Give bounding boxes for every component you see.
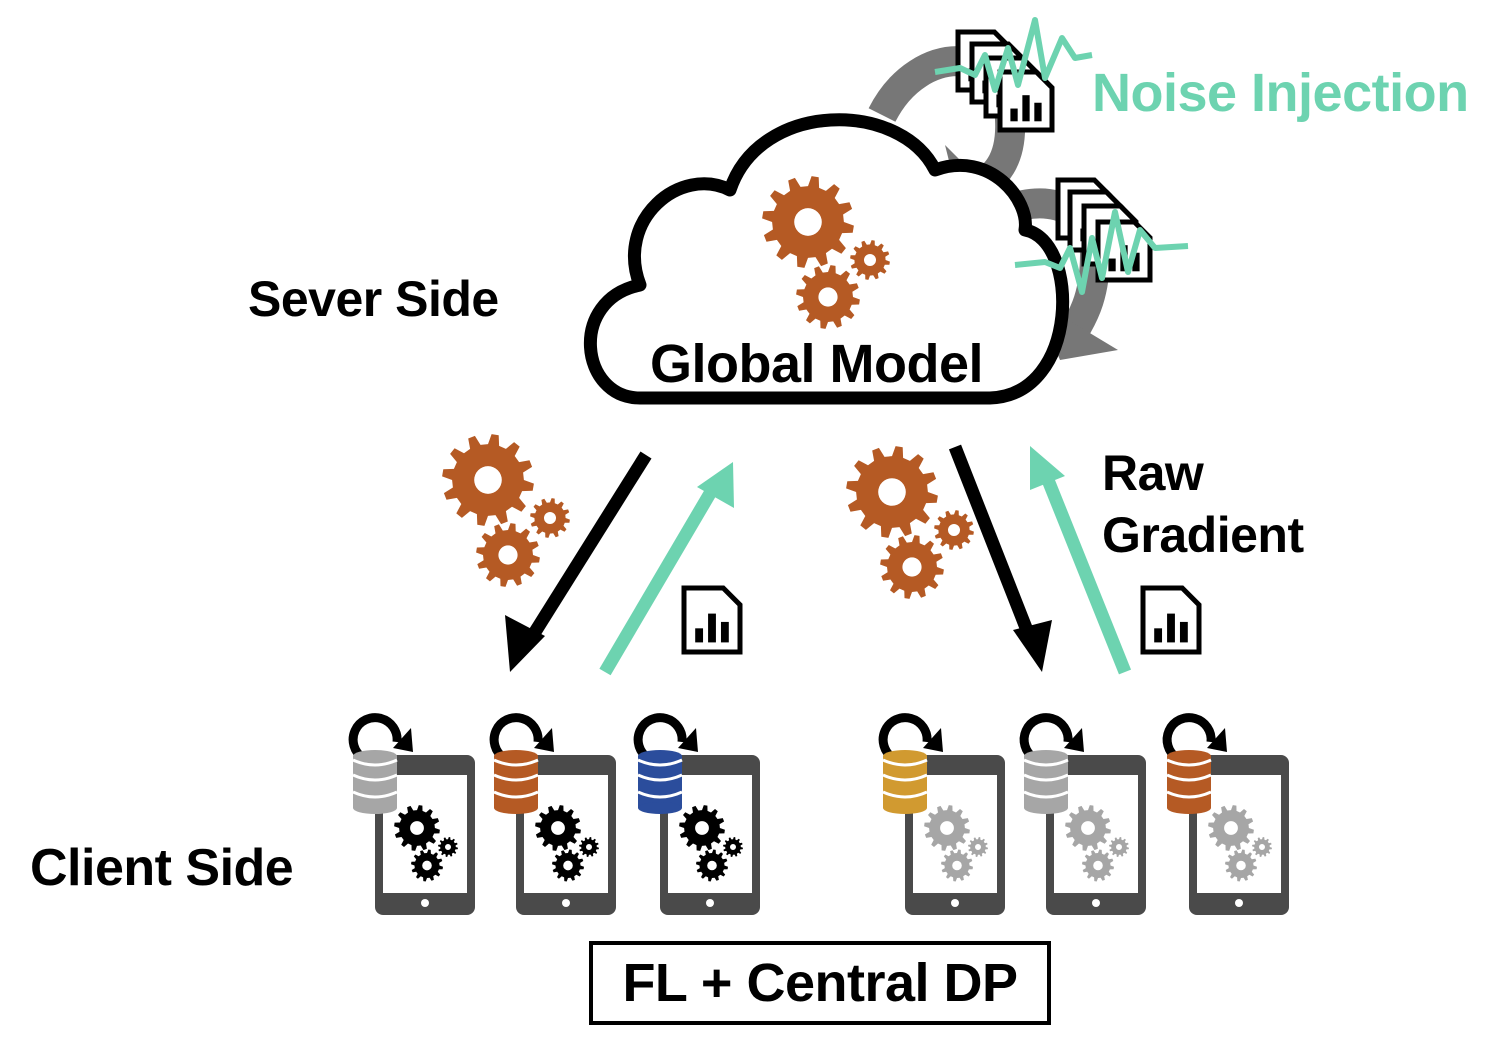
scheme-box: FL + Central DP: [589, 941, 1051, 1025]
client-device: [348, 713, 475, 915]
gear-icon-medium: [1225, 849, 1257, 882]
gear-icon-medium: [696, 849, 728, 882]
document-chart-icon-right: [1140, 585, 1202, 655]
gear-icon-large: [846, 446, 938, 538]
gear-cluster-icon: [1208, 805, 1272, 882]
gear-cluster-icon: [924, 805, 988, 882]
database-icon: [882, 750, 928, 814]
gear-icon-small: [850, 240, 890, 280]
gear-icon-small: [968, 837, 988, 857]
refresh-arrow-icon: [633, 713, 698, 762]
refresh-arrow-icon: [878, 713, 943, 762]
database-icon: [1023, 750, 1069, 814]
gear-cluster-icon: [679, 805, 743, 882]
gear-cluster-icon: [1065, 805, 1129, 882]
database-icon: [637, 750, 683, 814]
gear-icon-small: [1109, 837, 1129, 857]
document-chart-icon: [997, 69, 1055, 133]
gear-icon-large: [535, 805, 581, 851]
gear-icon-medium: [880, 535, 944, 599]
upload-arrow-left: [599, 462, 734, 676]
database-icon: [493, 750, 539, 814]
client-device: [633, 713, 760, 915]
gear-icon-large: [1208, 805, 1254, 851]
gear-cluster-icon: [846, 446, 974, 599]
download-arrow-left: [505, 451, 652, 672]
client-device: [1162, 713, 1289, 915]
gear-icon-large: [924, 805, 970, 851]
database-icon: [1166, 750, 1212, 814]
gear-icon-large: [394, 805, 440, 851]
client-side-label: Client Side: [30, 839, 294, 897]
gear-icon-medium: [1082, 849, 1114, 882]
gear-cluster-icon: [394, 805, 458, 882]
refresh-arrow-icon: [489, 713, 554, 762]
client-device: [489, 713, 616, 915]
noise-wave-icon-lower: [1014, 209, 1189, 295]
gear-cluster-icon: [442, 434, 570, 587]
client-device: [1019, 713, 1146, 915]
gear-icon-medium: [552, 849, 584, 882]
refresh-arrow-icon: [1162, 713, 1227, 762]
global-model-label: Global Model: [650, 334, 984, 394]
gear-icon-medium: [796, 265, 860, 329]
gear-icon-large: [679, 805, 725, 851]
refresh-arrow-icon: [1019, 713, 1084, 762]
noise-injection-label: Noise Injection: [1092, 63, 1469, 123]
raw-gradient-label: Raw Gradient: [1102, 442, 1304, 566]
noise-wave-icon-upper: [934, 17, 1093, 93]
document-chart-icon-left: [681, 585, 743, 655]
scheme-label: FL + Central DP: [622, 953, 1018, 1013]
raw-gradient-line-1: Raw: [1102, 445, 1204, 501]
gear-icon-medium: [476, 523, 540, 587]
gear-icon-small: [1252, 837, 1272, 857]
gear-cluster-icon: [535, 805, 599, 882]
gear-icon-small: [579, 837, 599, 857]
raw-gradient-line-2: Gradient: [1102, 507, 1304, 563]
gear-cluster-icon: [762, 176, 890, 329]
refresh-arrow-icon: [348, 713, 413, 762]
gear-icon-large: [762, 176, 854, 268]
gear-icon-large: [442, 434, 534, 526]
gear-icon-medium: [411, 849, 443, 882]
gear-icon-small: [530, 498, 570, 538]
database-icon: [352, 750, 398, 814]
gear-icon-medium: [941, 849, 973, 882]
gear-icon-small: [934, 510, 974, 550]
gear-icon-small: [438, 837, 458, 857]
download-arrow-right: [948, 444, 1052, 672]
client-device: [878, 713, 1005, 915]
server-side-label: Sever Side: [248, 271, 499, 327]
gear-icon-small: [723, 837, 743, 857]
upload-arrow-right: [1030, 446, 1132, 675]
gear-icon-large: [1065, 805, 1111, 851]
